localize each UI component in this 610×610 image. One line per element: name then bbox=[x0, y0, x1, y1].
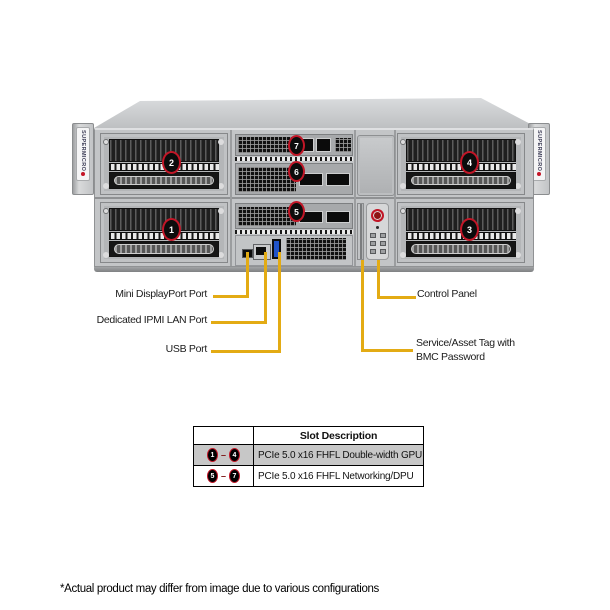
label-ipmi-lan: Dedicated IPMI LAN Port bbox=[96, 314, 208, 326]
led bbox=[380, 233, 386, 238]
slot-description-table: Slot Description 1 – 4 PCIe 5.0 x16 FHFL… bbox=[193, 426, 424, 487]
card-mesh bbox=[238, 207, 296, 226]
control-panel bbox=[366, 203, 389, 260]
screws bbox=[103, 139, 109, 145]
usb-port bbox=[272, 239, 281, 259]
table-row: 1 – 4 PCIe 5.0 x16 FHFL Double-width GPU bbox=[194, 444, 423, 465]
slot-badge-3: 3 bbox=[460, 218, 479, 241]
server-rear-photo: SUPERMICRO SUPERMICRO bbox=[72, 85, 550, 275]
callout-line-service-tag bbox=[361, 260, 413, 352]
brand-logo-dot bbox=[81, 172, 85, 177]
led bbox=[380, 241, 386, 246]
rack-ear-left-label: SUPERMICRO bbox=[76, 127, 90, 181]
table-header-slot-cell bbox=[194, 427, 254, 444]
label-usb: USB Port bbox=[165, 343, 208, 355]
label-mini-displayport: Mini DisplayPort Port bbox=[115, 288, 207, 300]
rj45-opening bbox=[256, 247, 266, 255]
gpu-bay-connector bbox=[406, 172, 516, 189]
uid-led bbox=[376, 226, 379, 229]
slot-badge-to: 7 bbox=[229, 469, 240, 483]
card-mesh bbox=[238, 137, 296, 153]
io-vent-grille bbox=[286, 238, 346, 260]
footnote: *Actual product may differ from image du… bbox=[60, 583, 379, 595]
slot-badge-6: 6 bbox=[288, 161, 305, 182]
connector-bar bbox=[114, 175, 214, 186]
card-mesh bbox=[335, 138, 351, 152]
chassis-seam bbox=[354, 130, 356, 266]
chassis-seam bbox=[394, 130, 396, 266]
connector-bar bbox=[114, 244, 214, 254]
service-asset-tag bbox=[357, 203, 364, 260]
slot-badge-to: 4 bbox=[229, 448, 240, 462]
gpu-bay-connector bbox=[406, 240, 516, 257]
slot-badge-from: 1 bbox=[206, 448, 218, 462]
range-dash: – bbox=[220, 450, 226, 460]
usb-connector bbox=[274, 241, 279, 257]
qsfp-port bbox=[326, 173, 350, 186]
slot-description-cell: PCIe 5.0 x16 FHFL Double-width GPU bbox=[258, 449, 423, 461]
chassis-vent-strip bbox=[235, 157, 353, 161]
slot-range-cell: 5 – 7 bbox=[194, 466, 254, 486]
led bbox=[370, 249, 376, 254]
screws bbox=[103, 208, 109, 214]
gpu-bay-connector bbox=[109, 240, 219, 257]
qsfp-port bbox=[326, 211, 350, 223]
status-leds bbox=[370, 233, 386, 254]
chassis-seam bbox=[95, 197, 533, 199]
slot-badge-1: 1 bbox=[162, 218, 181, 241]
network-port bbox=[316, 138, 331, 152]
table-header-row: Slot Description bbox=[194, 427, 423, 444]
screws bbox=[400, 139, 406, 145]
table-header-description: Slot Description bbox=[299, 429, 378, 442]
chassis-seam bbox=[230, 130, 232, 266]
table-row: 5 – 7 PCIe 5.0 x16 FHFL Networking/DPU bbox=[194, 465, 423, 486]
slot-badge-2: 2 bbox=[162, 151, 181, 174]
label-control-panel: Control Panel bbox=[417, 288, 477, 300]
callout-line-control-panel bbox=[377, 260, 416, 299]
slot-badge-from: 5 bbox=[206, 469, 218, 483]
rack-ear-left: SUPERMICRO bbox=[72, 123, 94, 195]
slot-badge-7: 7 bbox=[288, 135, 305, 156]
gpu-bay-connector bbox=[109, 172, 219, 189]
slot-description-cell: PCIe 5.0 x16 FHFL Networking/DPU bbox=[258, 470, 414, 482]
card-mesh bbox=[238, 167, 296, 192]
connector-bar bbox=[411, 244, 511, 254]
callout-line-usb bbox=[211, 252, 281, 353]
chassis-top-face bbox=[94, 98, 538, 128]
brand-text: SUPERMICRO bbox=[80, 130, 86, 172]
chassis-vent-strip bbox=[235, 230, 353, 234]
slot-range-cell: 1 – 4 bbox=[194, 445, 254, 465]
connector-bar bbox=[411, 175, 511, 186]
brand-logo-dot bbox=[537, 172, 541, 177]
callout-line-mini-displayport bbox=[213, 252, 249, 298]
blank-module bbox=[357, 135, 395, 196]
chassis-bottom-edge bbox=[94, 267, 534, 272]
led bbox=[370, 241, 376, 246]
screws bbox=[400, 208, 406, 214]
led bbox=[380, 249, 386, 254]
led bbox=[370, 233, 376, 238]
rack-ear-right-label: SUPERMICRO bbox=[532, 127, 546, 181]
callout-line-ipmi-lan bbox=[211, 252, 267, 324]
slot-badge-4: 4 bbox=[460, 151, 479, 174]
chassis-rear-face bbox=[94, 128, 534, 267]
label-service-tag: Service/Asset Tag with BMC Password bbox=[416, 337, 515, 363]
slot-badge-5: 5 bbox=[288, 201, 305, 222]
brand-text: SUPERMICRO bbox=[536, 130, 542, 172]
range-dash: – bbox=[220, 471, 226, 481]
power-button bbox=[371, 209, 384, 222]
